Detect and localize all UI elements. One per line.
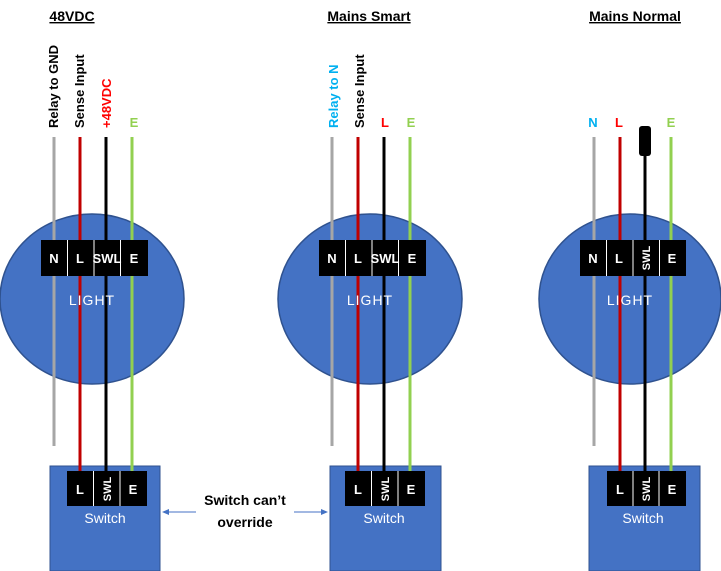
terminal-l: L (354, 482, 362, 497)
terminal-swl: SWL (641, 477, 653, 502)
terminal-block-bg (345, 471, 425, 506)
terminal-swl: SWL (102, 477, 114, 502)
switch-label: Switch (363, 510, 404, 526)
terminal-e: E (129, 482, 138, 497)
terminal-e: E (407, 482, 416, 497)
terminal-swl: SWL (641, 246, 653, 271)
terminal-l: L (616, 482, 624, 497)
wire-label-neutral: N (588, 115, 597, 130)
note-line-2: override (217, 514, 272, 530)
section-header: 48VDC (49, 8, 94, 24)
arrow-left-icon (162, 509, 169, 515)
switch-terminal-block: L SWL E (345, 471, 425, 506)
section-header: Mains Smart (327, 8, 411, 24)
switch-label: Switch (84, 510, 125, 526)
terminal-n: N (49, 251, 58, 266)
terminal-swl: SWL (380, 477, 392, 502)
wire-label-sense: Sense Input (72, 54, 87, 128)
section-mains-smart: Mains Smart Relay to N Sense Input L E N… (277, 8, 463, 571)
light-terminal-block: N L SWL E (41, 240, 148, 276)
wire-label-live: L (381, 115, 389, 130)
wire-cap-icon (639, 126, 651, 156)
wire-label-live: L (615, 115, 623, 130)
terminal-e: E (668, 482, 677, 497)
wire-label-supply: +48VDC (99, 78, 114, 128)
light-terminal-block: N L SWL E (580, 240, 686, 276)
terminal-l: L (354, 251, 362, 266)
section-mains-normal: Mains Normal N L E N L SWL E LIGHT L SWL (538, 8, 721, 571)
terminal-n: N (588, 251, 597, 266)
light-label: LIGHT (69, 292, 115, 308)
terminal-l: L (615, 251, 623, 266)
terminal-e: E (130, 251, 139, 266)
light-label: LIGHT (347, 292, 393, 308)
terminal-e: E (408, 251, 417, 266)
override-note: Switch can’t override (162, 492, 328, 530)
note-line-1: Switch can’t (204, 492, 286, 508)
section-48vdc: 48VDC Relay to GND Sense Input +48VDC E … (0, 8, 185, 571)
terminal-block-bg (607, 471, 686, 506)
wire-label-relay: Relay to GND (46, 45, 61, 128)
wire-label-earth: E (407, 115, 416, 130)
terminal-swl: SWL (93, 251, 122, 266)
light-terminal-block: N L SWL E (319, 240, 426, 276)
wire-label-earth: E (130, 115, 139, 130)
section-header: Mains Normal (589, 8, 681, 24)
terminal-swl: SWL (371, 251, 400, 266)
wire-label-relay: Relay to N (326, 64, 341, 128)
terminal-block-bg (67, 471, 147, 506)
arrow-right-icon (321, 509, 328, 515)
terminal-n: N (327, 251, 336, 266)
switch-terminal-block: L SWL E (67, 471, 147, 506)
wire-label-earth: E (667, 115, 676, 130)
light-label: LIGHT (607, 292, 653, 308)
terminal-l: L (76, 482, 84, 497)
wire-label-sense: Sense Input (352, 54, 367, 128)
switch-terminal-block: L SWL E (607, 471, 686, 506)
terminal-l: L (76, 251, 84, 266)
switch-label: Switch (622, 510, 663, 526)
terminal-e: E (668, 251, 677, 266)
